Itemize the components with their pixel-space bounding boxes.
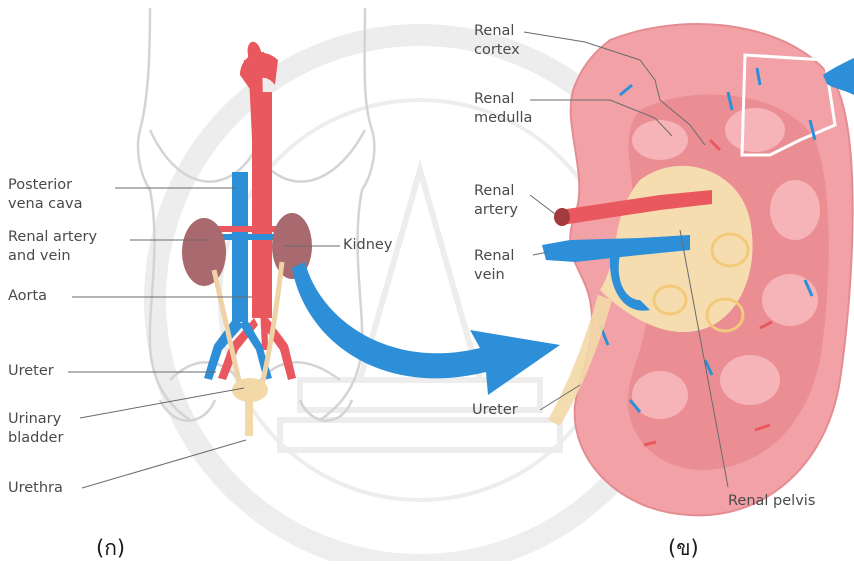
label-aorta: Aorta — [8, 287, 47, 306]
label-kidney: Kidney — [343, 236, 392, 255]
label-line: bladder — [8, 429, 63, 448]
panel-label-left: (ก) — [96, 532, 125, 565]
label-line: cortex — [474, 41, 520, 60]
label-line: and vein — [8, 247, 97, 266]
label-posterior-vena-cava: Posterior vena cava — [8, 176, 83, 214]
label-line: artery — [474, 201, 518, 220]
label-renal-artery-vein: Renal artery and vein — [8, 228, 97, 266]
label-line: medulla — [474, 109, 532, 128]
label-ureter-left: Ureter — [8, 362, 54, 381]
label-ureter-right: Ureter — [472, 401, 518, 420]
label-line: Renal artery — [8, 228, 97, 247]
label-line: Renal — [474, 90, 532, 109]
label-renal-medulla: Renal medulla — [474, 90, 532, 128]
label-renal-cortex: Renal cortex — [474, 22, 520, 60]
panel-label-right: (ข) — [668, 532, 699, 565]
label-line: Renal — [474, 247, 514, 266]
left-kidney — [182, 218, 226, 286]
label-line: vein — [474, 266, 514, 285]
label-line: Renal — [474, 22, 520, 41]
urinary-bladder — [232, 378, 268, 402]
label-line: Posterior — [8, 176, 83, 195]
urethra — [245, 400, 253, 436]
label-line: vena cava — [8, 195, 83, 214]
label-line: Urinary — [8, 410, 63, 429]
label-renal-pelvis: Renal pelvis — [728, 492, 815, 511]
label-urethra: Urethra — [8, 479, 63, 498]
label-line: Renal — [474, 182, 518, 201]
label-renal-artery: Renal artery — [474, 182, 518, 220]
label-urinary-bladder: Urinary bladder — [8, 410, 63, 448]
label-renal-vein: Renal vein — [474, 247, 514, 285]
